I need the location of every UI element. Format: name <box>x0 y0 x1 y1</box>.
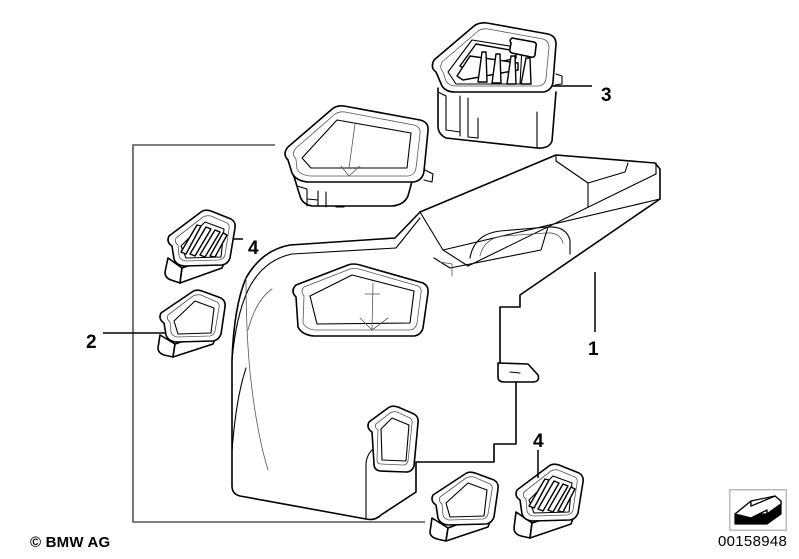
vent-grille-right[interactable] <box>513 450 584 539</box>
blank-cover-plate[interactable] <box>103 289 226 358</box>
callout-3: 3 <box>601 85 612 106</box>
console-vent-ashtray-module[interactable] <box>431 22 592 149</box>
blank-cover-plate-lower[interactable] <box>429 471 499 542</box>
copyright-notice: © BMW AG <box>30 534 111 551</box>
part-number: 00158948 <box>718 533 788 550</box>
vent-grille-left[interactable] <box>164 209 243 284</box>
callout-2: 2 <box>86 332 97 353</box>
callout-1: 1 <box>588 339 599 360</box>
center-console-body[interactable] <box>231 154 661 521</box>
callout-4-left: 4 <box>248 238 259 259</box>
bent-arrow-3d-icon <box>729 489 787 531</box>
storage-tray-insert[interactable] <box>284 105 434 208</box>
callout-4-right: 4 <box>533 431 544 452</box>
